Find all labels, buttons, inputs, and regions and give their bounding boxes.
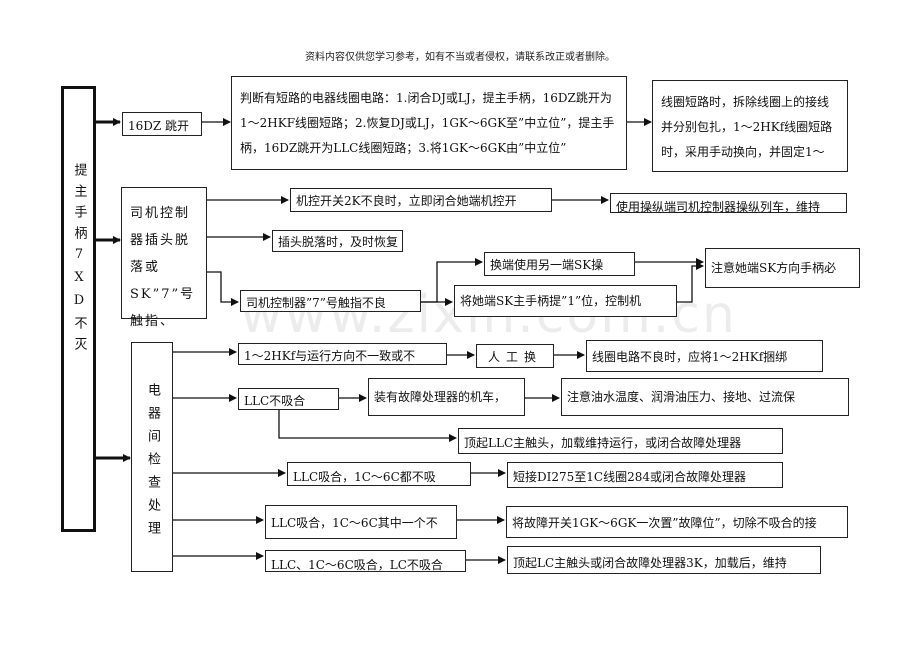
box-hkf-mismatch: 1～2HKf与运行方向不一致或不 [238, 343, 447, 365]
box-use-driver: 使用操纵端司机控制器操纵列车，维持 [610, 193, 847, 214]
box-driver-plug: 司机控制器插头脱落或SK”7”号触指、 [121, 187, 207, 329]
root-box: 提主手柄7XD不灭 [61, 86, 96, 532]
arrow-othersk-skdir [676, 262, 704, 303]
box-coil-circuit: 线圈电路不良时，应将1～2HKf捆绑 [586, 340, 823, 372]
box-other-sk: 将她端SK主手柄提”1”位，控制机 [454, 285, 677, 317]
box-plug-off: 插头脱落时，及时恢复 [272, 230, 403, 252]
box-prop-llc: 顶起LLC主触头，加载维持运行，或闭合故障处理器 [458, 428, 783, 454]
box-llc-one: LLC吸合，1C～6C其中一个不 [265, 505, 457, 539]
box-prop-lc: 顶起LC主触头或闭合故障处理器3K，加载后，维持 [507, 546, 821, 574]
box-contact7: 司机控制器”7”号触指不良 [240, 290, 421, 312]
box-manual: 人工换 [476, 344, 554, 368]
arrow-driver-contact7 [206, 271, 239, 306]
box-short-di275: 短接DI275至1C线圈284或闭合故障处理器 [507, 462, 783, 488]
box-llc-1c6c-none: LLC吸合，1C～6C都不吸 [287, 462, 471, 486]
box-electrical: 电器间检查处理 [131, 342, 173, 572]
box-coil-short: 线圈短路时，拆除线圈上的接线并分别包扎，1～2HKf线圈短路时，采用手动换向，并… [652, 80, 848, 172]
arrow-llcnot-prop [278, 410, 457, 442]
box-sk-direction: 注意她端SK方向手柄必 [705, 248, 860, 288]
box-llc-lc-not: LLC、1C～6C吸合，LC不吸合 [265, 550, 466, 572]
root-label: 提主手柄7XD不灭 [71, 163, 87, 358]
box-16dz-trip: 16DZ 跳开 [122, 112, 202, 136]
box-llc-not: LLC不吸合 [238, 388, 339, 410]
box-judge-short: 判断有短路的电器线圈电路：1.闭合DJ或LJ，提主手柄，16DZ跳开为1～2HK… [231, 76, 627, 170]
box-key-switch: 机控开关2K不良时，立即闭合她端机控开 [290, 188, 552, 212]
box-fault-switch: 将故障开关1GK～6GK一次置”故障位”，切除不吸合的接 [506, 506, 848, 538]
box-switch-end: 换端使用另一端SK操 [484, 252, 635, 276]
page-header: 资料内容仅供您学习参考，如有不当或者侵权，请联系改正或者删除。 [305, 52, 615, 63]
electrical-label: 电器间检查处理 [145, 383, 160, 544]
box-fault-loco: 装有故障处理器的机车， [368, 378, 525, 416]
box-oil-temp: 注意油水温度、润滑油压力、接地、过流保 [561, 378, 849, 416]
